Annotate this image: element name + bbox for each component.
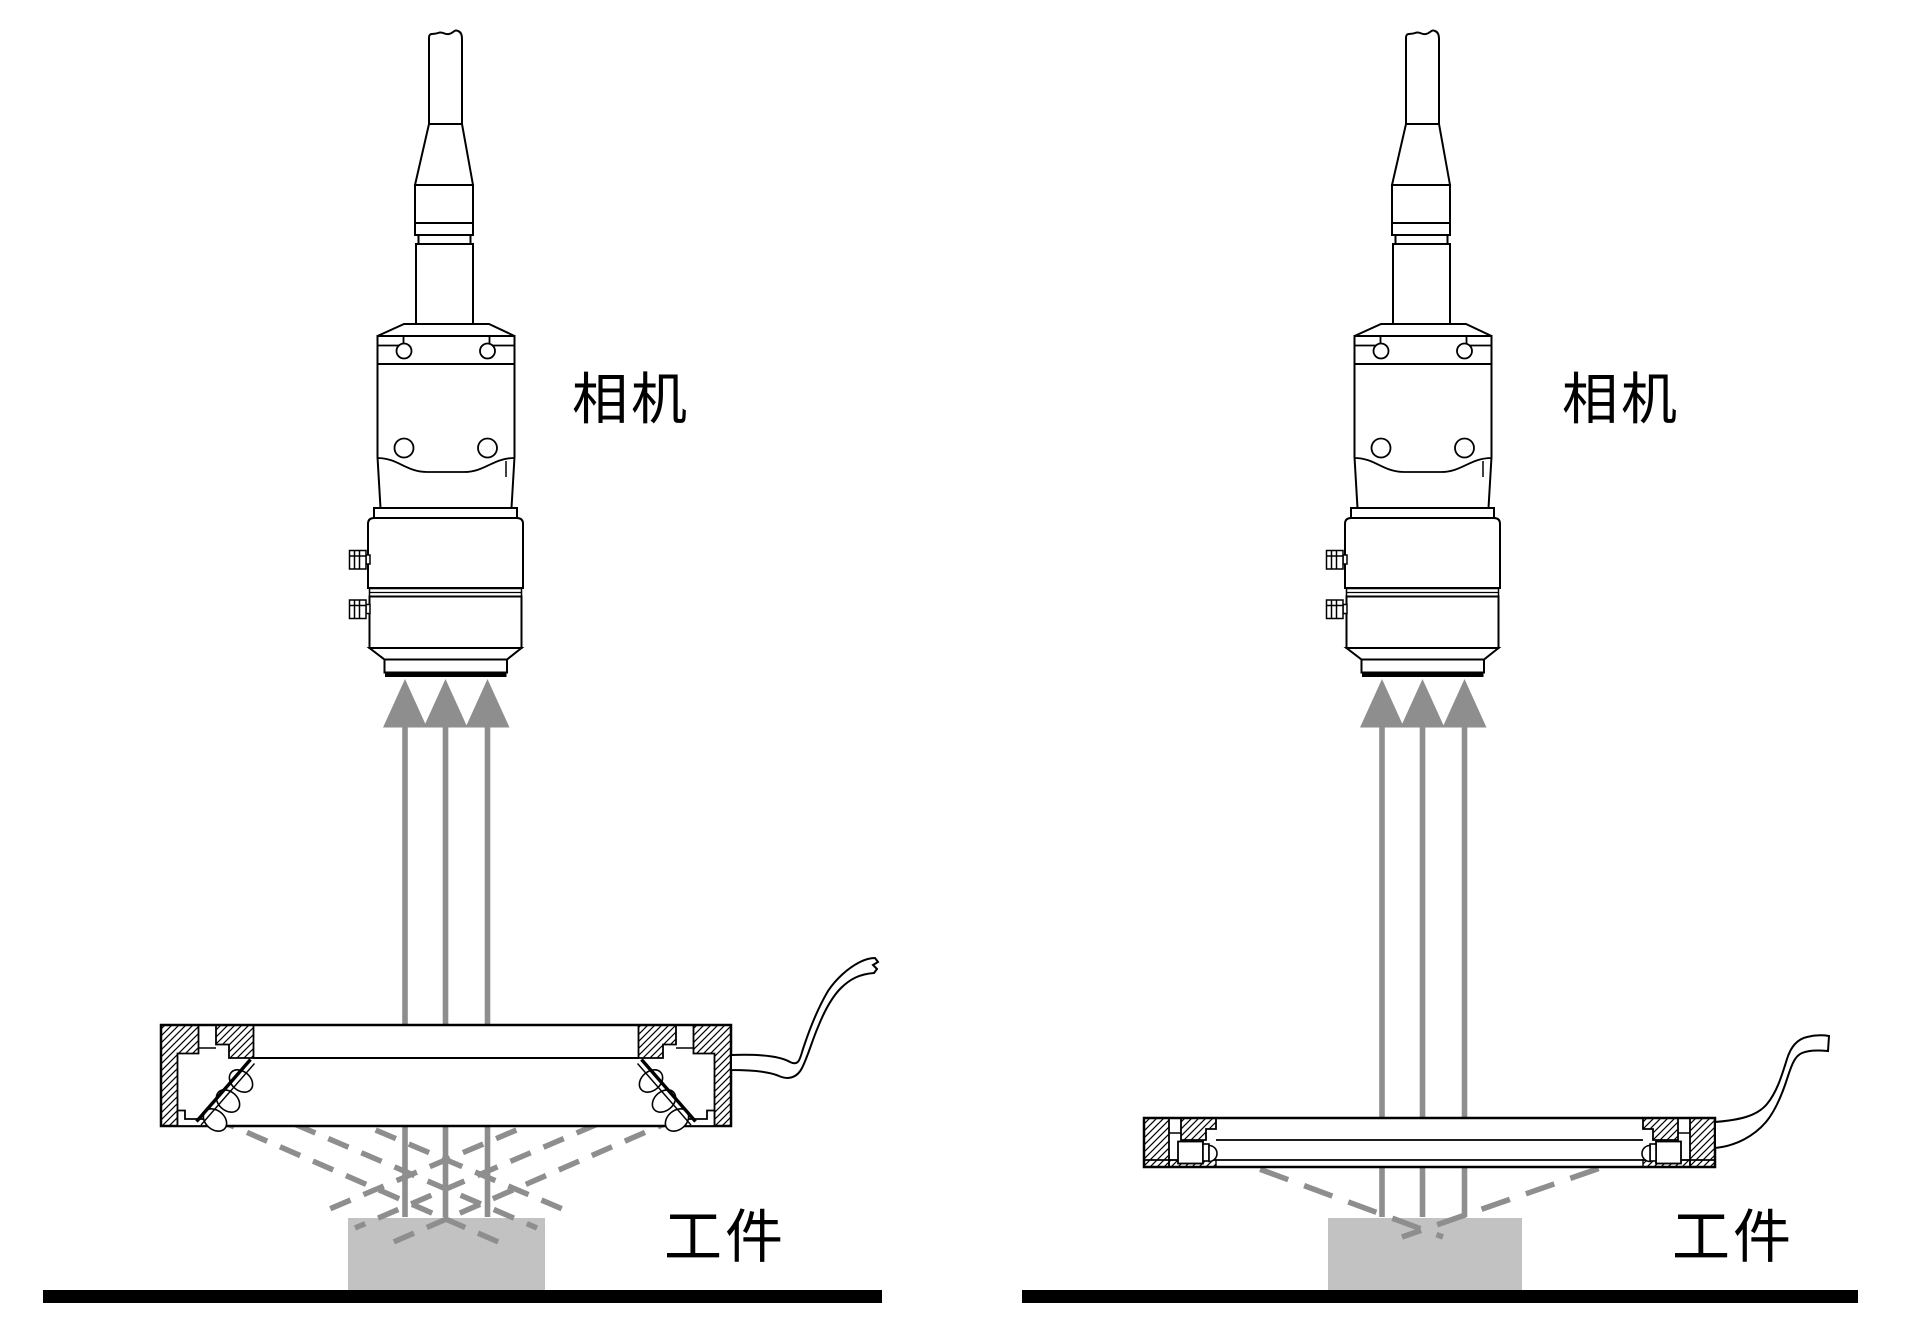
ring-light-high-angle (159, 956, 880, 1132)
led-board-left-tilted (195, 1058, 256, 1132)
ring-light-cable-left (730, 956, 880, 1079)
workpiece-label-left: 工件 (664, 1205, 786, 1270)
camera-right (1324, 28, 1502, 678)
led-left-horizontal (1177, 1140, 1218, 1165)
left-diagram: 相机 工件 (43, 28, 882, 1303)
ring-light-cable-right (1714, 1034, 1831, 1150)
camera-left (347, 28, 525, 678)
camera-label-right: 相机 (1562, 368, 1680, 431)
workpiece-left (348, 1218, 545, 1290)
workpiece-right (1328, 1218, 1522, 1290)
ring-light-low-angle (1142, 1034, 1831, 1169)
ground-line-left (43, 1290, 882, 1303)
led-board-right-tilted (636, 1058, 697, 1132)
led-right-horizontal (1641, 1140, 1682, 1165)
ground-line-right (1022, 1290, 1858, 1303)
reflected-light-beams-left (383, 679, 510, 1217)
workpiece-label-right: 工件 (1672, 1205, 1794, 1270)
right-diagram: 相机 工件 (1022, 28, 1858, 1303)
camera-label-left: 相机 (572, 368, 690, 431)
led-illumination-rays-right (1215, 1150, 1644, 1240)
